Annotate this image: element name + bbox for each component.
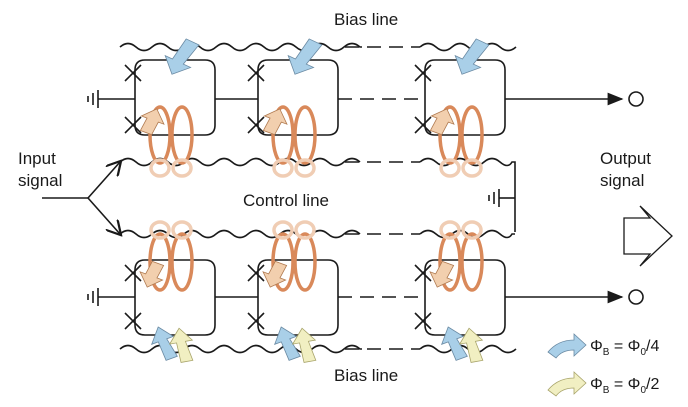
flux-arrows-control	[139, 108, 455, 288]
legend-blue-arrow-icon	[547, 333, 587, 359]
legend-blue-text: ΦB = Φ0/4	[590, 338, 660, 359]
bias-line-bottom-label: Bias line	[334, 366, 399, 385]
top-signal-rail	[98, 91, 644, 107]
top-ground-symbol	[87, 90, 99, 108]
squid-cell-top-2	[247, 59, 339, 136]
squid-cell-bottom-2	[247, 259, 339, 336]
input-signal-label-line1: Input	[18, 149, 56, 168]
flux-arrows-top	[164, 38, 490, 75]
squid-cell-bottom-3	[414, 259, 506, 336]
bias-line-top	[119, 42, 517, 52]
input-splitter	[42, 162, 120, 234]
flux-arrows-bottom-yellow	[168, 327, 484, 363]
output-arrow-icon	[623, 205, 673, 267]
coupling-coils	[148, 105, 484, 292]
squid-cell-top-3	[414, 59, 506, 136]
bottom-ground-symbol	[87, 288, 99, 306]
coupling-coils-faded	[149, 158, 483, 240]
output-signal-label-line2: signal	[600, 171, 645, 190]
legend-yellow-arrow-icon	[547, 371, 587, 397]
squid-cell-bottom-1	[124, 259, 216, 336]
output-signal-label-line1: Output	[600, 149, 652, 168]
bias-line-top-label: Bias line	[334, 10, 399, 29]
control-ground-symbol	[488, 189, 515, 207]
flux-arrows-bottom	[151, 326, 468, 361]
input-signal-label-line2: signal	[18, 171, 63, 190]
squid-cell-top-1	[124, 59, 216, 136]
control-line-label: Control line	[243, 191, 329, 210]
legend-yellow-text: ΦB = Φ0/2	[590, 376, 660, 397]
bottom-signal-rail	[98, 289, 644, 305]
